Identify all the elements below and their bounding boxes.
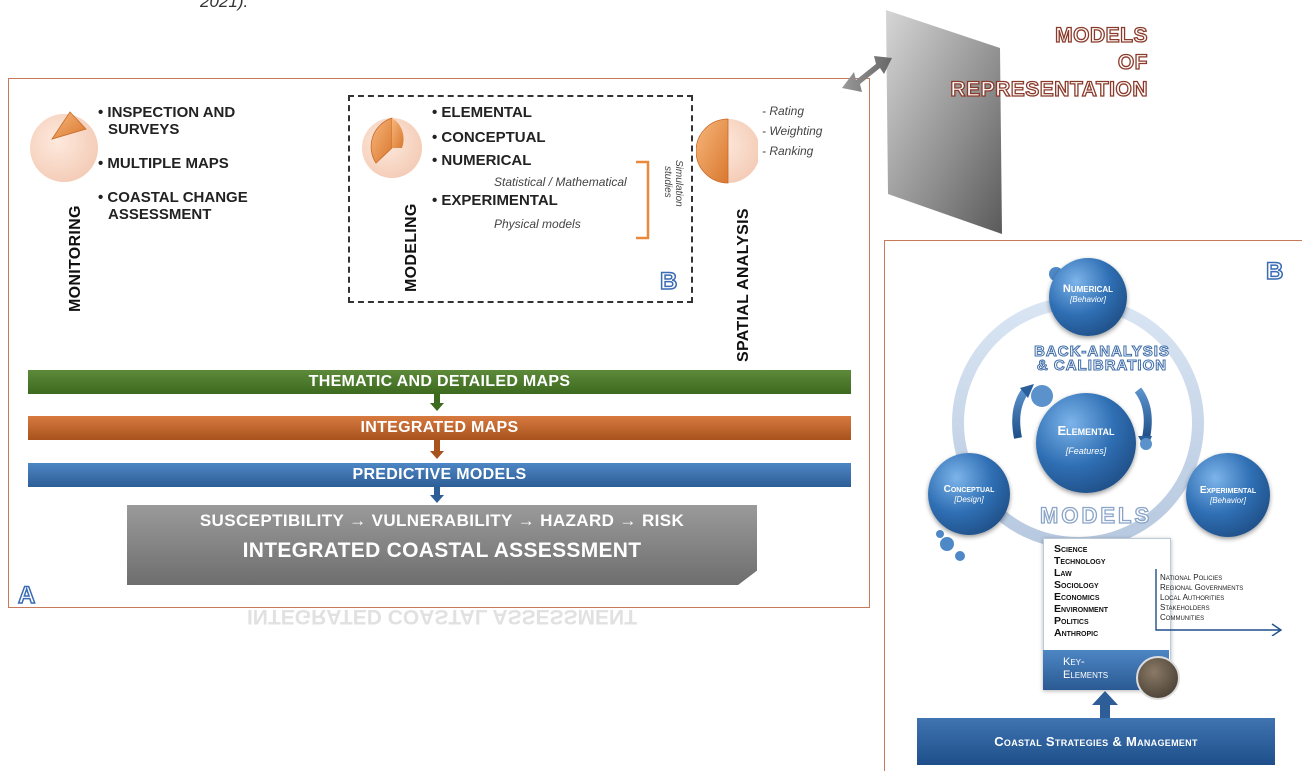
assessment-title: INTEGRATED COASTAL ASSESSMENT xyxy=(242,539,642,562)
arrow-stem-1 xyxy=(434,394,440,403)
models-of-representation-title: MODELS OF REPRESENTATION xyxy=(950,23,1148,101)
down-arrow-3 xyxy=(430,495,444,503)
elemental-node: Elemental [Features] xyxy=(1036,393,1136,493)
band-thematic-maps: THEMATIC AND DETAILED MAPS xyxy=(28,370,851,394)
arrow-stem-3 xyxy=(434,487,440,495)
simulation-bracket xyxy=(636,160,650,240)
key-elements-list: Science Technology Law Sociology Economi… xyxy=(1054,543,1109,639)
integrated-assessment-box: SUSCEPTIBILITY → VULNERABILITY → HAZARD … xyxy=(127,505,757,585)
up-arrow xyxy=(1092,691,1118,719)
back-analysis-label: BACK-ANALYSIS & CALIBRATION xyxy=(1034,343,1170,374)
actors-bracket-arrow xyxy=(1155,569,1283,636)
monitoring-pie-icon xyxy=(30,111,98,182)
down-arrow-1 xyxy=(430,403,444,411)
modeling-pie-icon xyxy=(362,117,422,178)
experimental-note: Physical models xyxy=(494,217,581,231)
band-predictive-models: PREDICTIVE MODELS xyxy=(28,463,851,487)
modeling-item-elemental: • ELEMENTAL xyxy=(432,104,532,121)
models-label: MODELS xyxy=(1039,502,1153,528)
spatial-analysis-items: - Rating - Weighting - Ranking xyxy=(762,104,823,158)
assessment-reflection: INTEGRATED COASTAL ASSESSMENT xyxy=(246,605,638,628)
arrow-stem-2 xyxy=(434,440,440,451)
representation-slab-with-arrow xyxy=(842,10,1002,234)
figure-caption-fragment: 2021). xyxy=(200,0,249,11)
down-arrow-2 xyxy=(430,451,444,459)
modeling-letter-b: B xyxy=(659,267,678,296)
numerical-node: Numerical [Behavior] xyxy=(1049,258,1127,336)
coastal-strategies-box: Coastal Strategies & Management xyxy=(917,718,1275,765)
spatial-analysis-label: SPATIAL ANALYSIS xyxy=(735,208,752,362)
conceptual-node: Conceptual [Design] xyxy=(928,453,1010,535)
experimental-node: Experimental [Behavior] xyxy=(1186,453,1270,537)
modeling-item-experimental: • EXPERIMENTAL xyxy=(432,192,558,209)
spatial-analysis-pie-icon xyxy=(696,118,758,184)
panel-a-letter: A xyxy=(17,581,36,610)
monitoring-label: MONITORING xyxy=(67,205,84,312)
modeling-dashed-box xyxy=(348,95,693,303)
simulation-studies-note: Simulation studies xyxy=(662,160,684,207)
monitoring-bullets: • INSPECTION AND SURVEYS • MULTIPLE MAPS… xyxy=(98,104,248,223)
modeling-item-numerical: • NUMERICAL xyxy=(432,152,532,169)
risk-chain: SUSCEPTIBILITY → VULNERABILITY → HAZARD … xyxy=(199,511,685,530)
numerical-note: Statistical / Mathematical xyxy=(494,175,627,189)
modeling-item-conceptual: • CONCEPTUAL xyxy=(432,129,546,146)
actors-list: National Policies Regional Governments L… xyxy=(1160,573,1244,622)
modeling-label: MODELING xyxy=(403,203,420,292)
panel-b-letter: B xyxy=(1265,257,1284,286)
band-integrated-maps: INTEGRATED MAPS xyxy=(28,416,851,440)
coastal-photo-icon xyxy=(1136,656,1180,700)
